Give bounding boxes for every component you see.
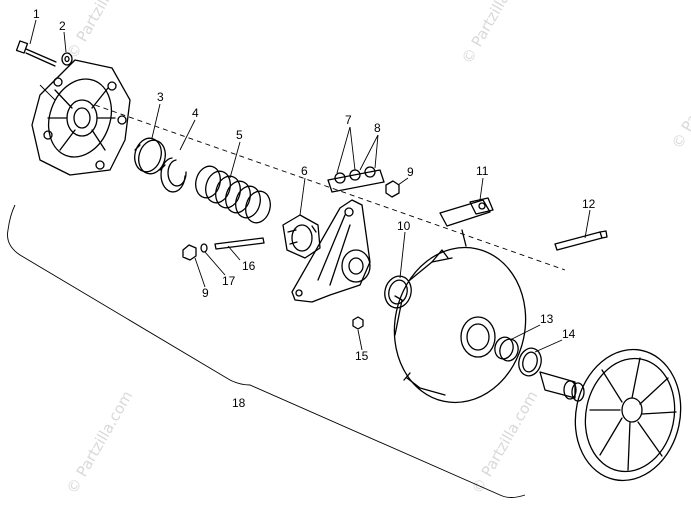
callout-1: 1 — [33, 7, 40, 21]
part-9-nut-right — [385, 180, 400, 198]
callout-9-left: 9 — [202, 286, 209, 300]
callout-17: 17 — [222, 274, 236, 288]
part-4-snap-ring — [160, 157, 187, 193]
spider-arm — [291, 199, 371, 303]
callout-12: 12 — [582, 197, 596, 211]
callout-11: 11 — [476, 164, 489, 178]
part-9-nut-left — [182, 244, 197, 261]
part-2-washer — [61, 52, 73, 66]
clutch-cover — [31, 59, 131, 176]
part-11-bracket — [439, 197, 494, 247]
callout-14: 14 — [562, 327, 576, 341]
assembly-centerline — [94, 104, 566, 271]
part-16-pin — [214, 237, 265, 250]
watermark: © Partzilla.com — [63, 0, 136, 62]
callout-9-right: 9 — [407, 165, 414, 179]
watermark: © Partzilla.com — [468, 388, 541, 497]
fixed-sheave — [539, 348, 682, 482]
callout-6: 6 — [301, 164, 308, 178]
part-5-spring — [195, 165, 271, 224]
part-15-nut — [352, 316, 364, 330]
callout-7: 7 — [345, 113, 352, 127]
part-3-bushing — [134, 137, 166, 175]
part-10-ring — [384, 275, 412, 309]
callout-18: 18 — [232, 396, 246, 410]
watermark: © Partzilla.com — [668, 43, 691, 152]
parts-7-8-rollers — [327, 166, 385, 193]
callout-13: 13 — [540, 312, 554, 326]
part-17-washer — [200, 243, 208, 253]
part-1-bolt — [15, 40, 57, 67]
callout-15: 15 — [355, 349, 369, 363]
callout-16: 16 — [242, 259, 256, 273]
callout-10: 10 — [397, 219, 411, 233]
callout-5: 5 — [236, 128, 243, 142]
watermark: © Partzilla.com — [63, 388, 136, 497]
assembly-brace — [7, 204, 526, 498]
callout-3: 3 — [157, 90, 164, 104]
callout-4: 4 — [192, 106, 199, 120]
callout-2: 2 — [59, 19, 66, 33]
movable-sheave — [393, 246, 527, 404]
watermark: © Partzilla.com — [458, 0, 531, 67]
part-14-ring — [518, 347, 542, 377]
leader-lines — [29, 19, 591, 353]
part-12-shaft — [554, 230, 608, 251]
callout-8: 8 — [374, 121, 381, 135]
